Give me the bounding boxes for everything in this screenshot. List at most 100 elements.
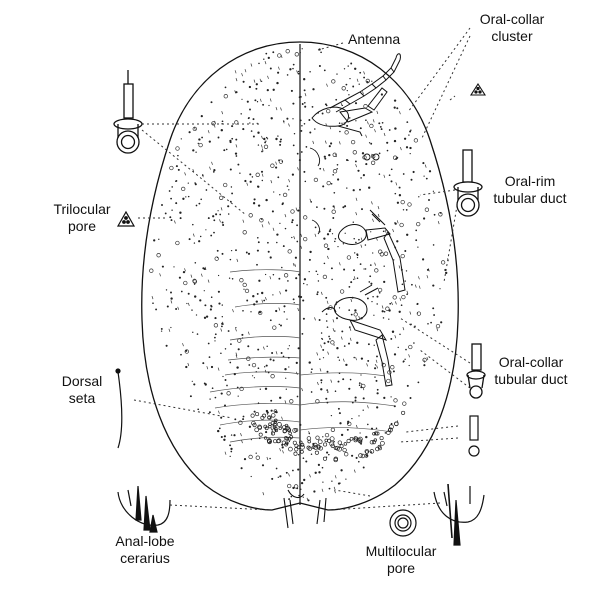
stipple-mark [354, 309, 357, 312]
stipple-mark [175, 240, 180, 246]
stipple-mark [235, 144, 238, 148]
stipple-mark [207, 130, 210, 134]
stipple-mark [321, 112, 324, 115]
stipple-mark [371, 154, 376, 159]
stipple-mark [295, 207, 298, 211]
stipple-mark [300, 245, 303, 249]
stipple-mark [159, 273, 161, 277]
stipple-mark [330, 414, 333, 417]
stipple-mark [370, 231, 372, 233]
stipple-mark [330, 379, 333, 383]
stipple-mark [283, 273, 289, 278]
stipple-mark [360, 317, 363, 320]
multilocular-pore-mark [258, 432, 263, 437]
stipple-mark [252, 118, 255, 121]
stipple-mark [314, 471, 317, 474]
stipple-mark [406, 384, 409, 387]
stipple-mark [234, 152, 238, 155]
stipple-mark [333, 486, 336, 491]
stipple-mark [177, 168, 180, 171]
stipple-mark [270, 399, 273, 402]
stipple-mark [331, 278, 333, 281]
stipple-mark [358, 460, 360, 463]
stipple-mark [284, 368, 287, 371]
stipple-mark [301, 125, 303, 127]
stipple-mark [367, 359, 370, 362]
stipple-mark [294, 263, 297, 267]
stipple-mark [168, 328, 171, 332]
stipple-mark [351, 296, 354, 299]
stipple-mark [298, 273, 301, 276]
stipple-mark [220, 129, 223, 132]
stipple-mark [281, 446, 284, 449]
stipple-mark [257, 185, 259, 188]
stipple-mark [367, 343, 370, 346]
stipple-mark [208, 411, 211, 414]
stipple-mark [190, 274, 193, 278]
stipple-mark [328, 153, 331, 157]
multilocular-pore-mark [300, 443, 305, 447]
stipple-mark [337, 178, 340, 181]
stipple-mark [284, 227, 287, 230]
multilocular-pore-mark [329, 441, 335, 447]
stipple-mark [264, 141, 267, 144]
stipple-mark [378, 122, 381, 125]
stipple-mark [285, 289, 288, 292]
stipple-mark [400, 304, 403, 307]
stipple-mark [365, 454, 368, 457]
stipple-mark [246, 100, 249, 103]
stipple-mark [297, 72, 300, 75]
stipple-mark [242, 230, 247, 235]
stipple-mark [313, 490, 316, 493]
stipple-mark [356, 78, 359, 82]
stipple-mark [270, 409, 273, 412]
stipple-mark [331, 209, 336, 214]
stipple-mark [405, 146, 409, 149]
stipple-mark [386, 378, 391, 384]
stipple-mark [427, 323, 429, 325]
stipple-mark [219, 195, 224, 200]
stipple-mark [286, 74, 289, 76]
multilocular-pore-mark [306, 445, 311, 450]
stipple-mark [326, 300, 329, 304]
multilocular-pore-mark [318, 446, 323, 451]
stipple-mark [375, 359, 378, 363]
stipple-mark [252, 202, 256, 205]
stipple-mark [244, 288, 250, 294]
stipple-mark [365, 78, 370, 84]
svg-text:Dorsal: Dorsal [62, 373, 102, 389]
stipple-mark [192, 126, 197, 132]
stipple-mark [361, 152, 365, 155]
stipple-mark [285, 388, 287, 390]
stipple-mark [299, 51, 301, 54]
stipple-mark [187, 195, 190, 198]
multilocular-pore-mark [353, 438, 358, 443]
stipple-mark [306, 497, 309, 502]
stipple-mark [257, 144, 260, 146]
stipple-mark [301, 387, 303, 392]
oral-collar-tubular-duct-icon [466, 343, 486, 399]
stipple-mark [201, 174, 204, 178]
stipple-mark [295, 361, 298, 365]
stipple-mark [312, 140, 315, 145]
stipple-mark [332, 152, 337, 157]
stipple-mark [281, 160, 283, 162]
stipple-mark [188, 131, 191, 134]
stipple-mark [330, 340, 335, 345]
multilocular-pore-mark [299, 440, 303, 445]
stipple-mark [198, 142, 203, 148]
stipple-mark [394, 222, 396, 224]
stipple-mark [432, 190, 435, 192]
multilocular-pore-mark [314, 450, 319, 455]
stipple-mark [417, 246, 419, 248]
stipple-mark [339, 289, 345, 294]
stipple-mark [272, 88, 275, 91]
stipple-mark [226, 384, 228, 387]
stipple-mark [390, 337, 393, 340]
stipple-mark [328, 335, 330, 338]
stipple-mark [328, 230, 331, 233]
stipple-mark [303, 278, 307, 281]
stipple-mark [280, 324, 282, 327]
stipple-mark [177, 306, 180, 310]
stipple-mark [360, 383, 363, 385]
